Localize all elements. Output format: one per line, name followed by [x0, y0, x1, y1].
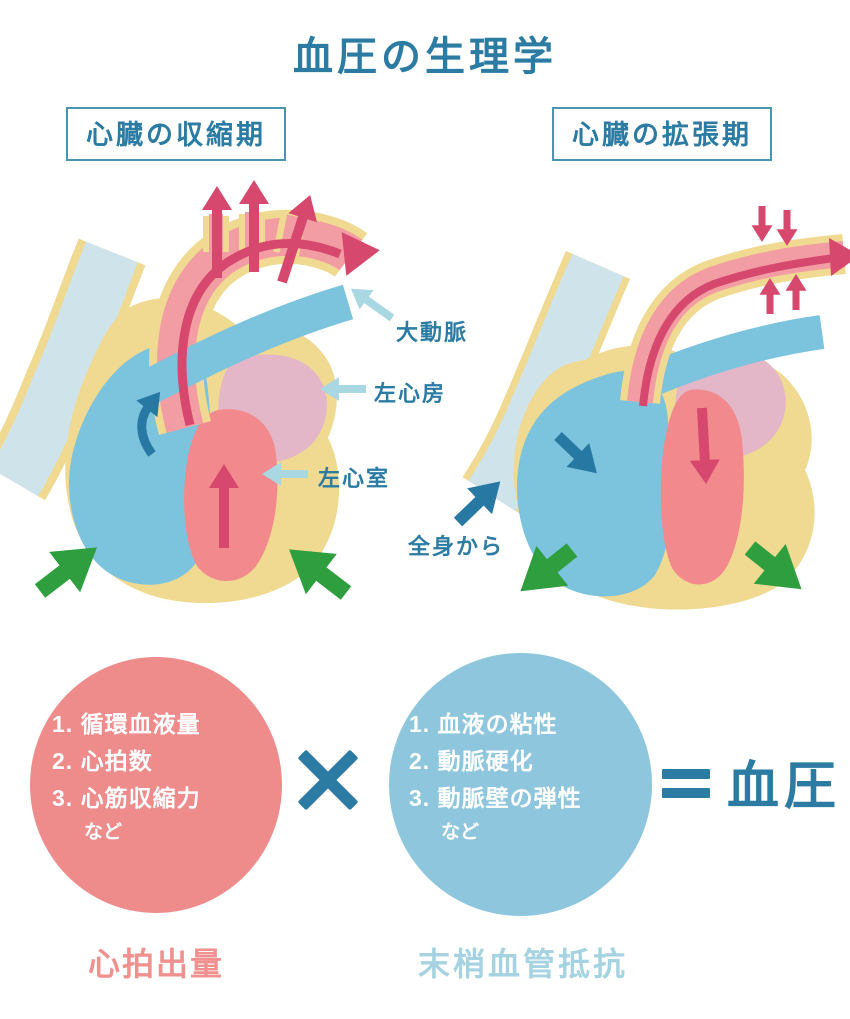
from-body-arrow [453, 481, 501, 527]
systole-header: 心臓の収縮期 [66, 107, 286, 161]
factor-item: 3. 心筋収縮力 [52, 785, 201, 811]
relaxation-arrow-left [520, 543, 578, 592]
factor-item: 1. 血液の粘性 [409, 710, 558, 737]
factor-item: 2. 心拍数 [52, 748, 153, 774]
left-ventricle-shape [184, 409, 278, 581]
factor-item: 2. 動脈硬化 [409, 747, 534, 774]
right-heart-filling-arrow [554, 432, 597, 474]
factor-item: 1. 循環血液量 [52, 711, 201, 737]
relaxation-arrow-right [744, 541, 802, 590]
left-ventricle-label: 左心室 [318, 466, 391, 491]
etc-note: など [441, 821, 480, 843]
right-heart-chamber-shape [517, 371, 672, 597]
from-body-label: 全身から [408, 534, 505, 559]
left-ventricle-shape [660, 389, 744, 585]
pulmonary-artery-shape [131, 284, 354, 408]
page-title: 血圧の生理学 [293, 35, 557, 79]
blood-pressure-result: 血圧 [727, 758, 842, 816]
aortic-recoil-arrows [751, 206, 807, 314]
systole-heart-illustration [0, 180, 380, 604]
ventricle-filling-arrow [689, 407, 720, 484]
contraction-arrow-right [289, 549, 352, 600]
cardiac-output-factors-circle: 1. 循環血液量 2. 心拍数 3. 心筋収縮力 など [30, 657, 282, 913]
diastole-heart-illustration [453, 206, 850, 610]
right-heart-flow-arrow [136, 391, 161, 457]
ejection-arrows [177, 180, 380, 427]
peripheral-resistance-factors-circle: 1. 血液の粘性 2. 動脈硬化 3. 動脈壁の弾性 など [389, 653, 652, 916]
equals-bar [662, 769, 710, 779]
cardiac-output-label: 心拍出量 [88, 946, 225, 982]
aorta-outflow-arrow [639, 238, 850, 407]
equals-bar [662, 788, 710, 798]
contraction-arrow-left [34, 547, 97, 598]
peripheral-resistance-label: 末梢血管抵抗 [418, 946, 629, 982]
left-atrium-label: 左心房 [374, 381, 447, 406]
equals-sign [662, 769, 710, 798]
times-sign [297, 749, 359, 811]
vena-cava-shape [0, 241, 138, 497]
factor-item: 3. 動脈壁の弾性 [409, 784, 582, 811]
diastole-header: 心臓の拡張期 [552, 107, 772, 161]
aorta-label: 大動脈 [396, 320, 469, 345]
etc-note: など [84, 822, 123, 843]
